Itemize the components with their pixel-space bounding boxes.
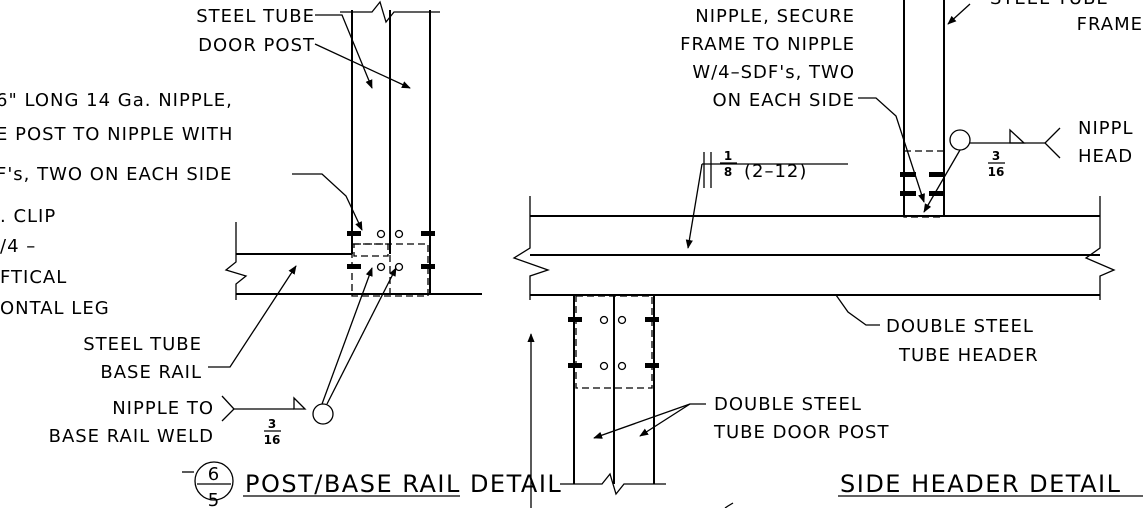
leader-line xyxy=(639,403,706,437)
weld-all-around-icon xyxy=(312,403,334,425)
weld-size-numerator: 3 xyxy=(268,417,276,431)
detail-bubble xyxy=(194,461,234,501)
detail-number: 6 xyxy=(208,464,220,485)
clip-note: ONTAL LEG xyxy=(0,298,110,319)
weld-size-numerator: 1 xyxy=(724,149,732,163)
break-line xyxy=(560,472,666,496)
screw-icon xyxy=(568,315,659,371)
base-rail-label: STEEL TUBE xyxy=(83,334,202,355)
frame-label: FRAME xyxy=(1077,14,1143,35)
door-post-label: STEEL TUBE xyxy=(196,6,315,27)
nipple-note: FRAME TO NIPPLE xyxy=(680,34,855,55)
door-post-label: TUBE DOOR POST xyxy=(713,422,889,443)
detail-title: SIDE HEADER DETAIL xyxy=(840,470,1121,498)
clip-note: /4 – xyxy=(0,236,36,257)
screw-icon xyxy=(900,172,945,196)
header-label: DOUBLE STEEL xyxy=(886,316,1034,337)
door-post-label: DOUBLE STEEL xyxy=(714,394,862,415)
leader-line xyxy=(947,3,971,25)
leader-line xyxy=(685,163,703,249)
break-line xyxy=(512,196,551,300)
detail-title: POST/BASE RAIL DETAIL xyxy=(245,470,562,498)
nipple-note: E POST TO NIPPLE WITH xyxy=(0,124,233,145)
nipple-note: F's, TWO ON EACH SIDE xyxy=(0,164,232,185)
nipple-note: ON EACH SIDE xyxy=(712,90,855,111)
sheet-number: 5 xyxy=(208,490,220,508)
post-base-rail-detail xyxy=(182,0,482,501)
frame-label: STEEL TUBE xyxy=(990,0,1109,9)
base-rail-label: BASE RAIL xyxy=(100,362,202,383)
weld-all-around-icon xyxy=(949,129,971,151)
side-header-detail xyxy=(512,0,1143,508)
nipple-note: 6" LONG 14 Ga. NIPPLE, xyxy=(0,90,233,111)
clip-note: . CLIP xyxy=(0,206,56,227)
weld-label: BASE RAIL WELD xyxy=(49,426,214,447)
nipple-header-label: NIPPL xyxy=(1078,118,1134,139)
leader-line xyxy=(858,97,925,203)
weld-size-denominator: 16 xyxy=(988,165,1005,179)
door-post-label: DOOR POST xyxy=(198,35,315,56)
leader-line xyxy=(315,14,373,89)
weld-size-denominator: 8 xyxy=(724,165,732,179)
header-label: TUBE HEADER xyxy=(898,345,1039,366)
nipple-header-label: HEAD xyxy=(1078,146,1133,167)
weld-size-numerator: 3 xyxy=(992,149,1000,163)
break-line xyxy=(1084,196,1116,300)
weld-label: NIPPLE TO xyxy=(112,398,214,419)
weld-size-denominator: 16 xyxy=(264,433,281,447)
weld-spec: (2–12) xyxy=(744,161,807,182)
leader-line xyxy=(292,173,363,231)
break-line xyxy=(224,222,248,300)
leader-line xyxy=(208,265,297,368)
nipple-hidden xyxy=(903,150,945,218)
clip-note: FTICAL xyxy=(0,267,67,288)
nipple-hidden xyxy=(353,243,389,257)
nipple-note: NIPPLE, SECURE xyxy=(695,6,855,27)
leader-line xyxy=(835,294,880,326)
screw-icon xyxy=(347,229,435,272)
nipple-note: W/4–SDF's, TWO xyxy=(692,62,855,83)
break-line xyxy=(340,0,440,24)
